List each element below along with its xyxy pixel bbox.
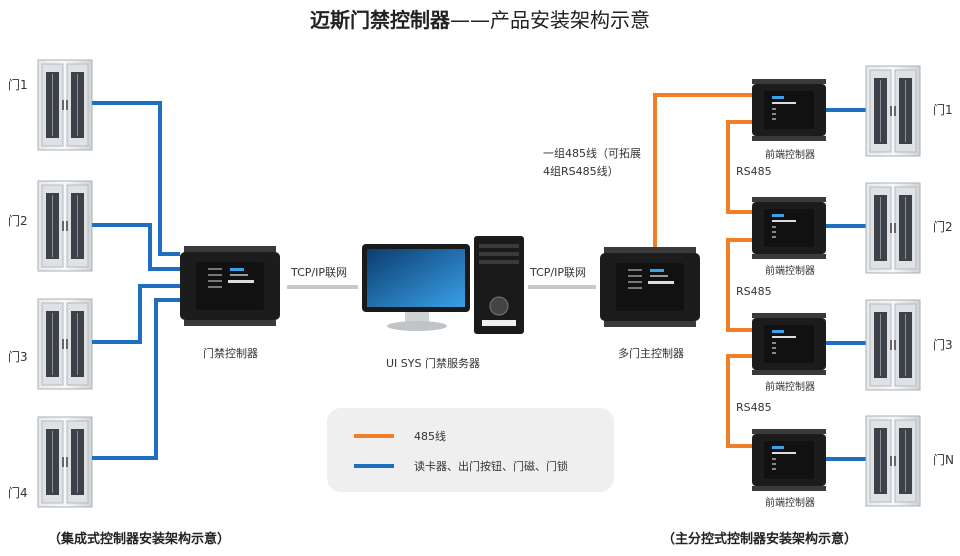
rs485-label: RS485 xyxy=(736,165,772,178)
rs485-bus xyxy=(653,93,752,448)
sub-controller-label: 前端控制器 xyxy=(765,150,815,161)
sub-controller-label: 前端控制器 xyxy=(765,266,815,277)
left-door-label: 门3 xyxy=(8,350,28,364)
sub-controller-label: 前端控制器 xyxy=(765,382,815,393)
title-bold: 迈斯门禁控制器 xyxy=(310,8,450,32)
door-image xyxy=(37,298,93,390)
legend-label-wire: 读卡器、出门按钮、门磁、门锁 xyxy=(414,460,568,473)
right-door-label: 门N xyxy=(933,453,954,467)
sub-controller xyxy=(752,79,826,141)
right-caption: （主分控式控制器安装架构示意） xyxy=(662,532,858,547)
sub-controller xyxy=(752,429,826,491)
server-computer xyxy=(362,236,524,334)
access-controller xyxy=(180,246,280,326)
right-door-label: 门2 xyxy=(933,220,953,234)
left-door-label: 门4 xyxy=(8,486,28,500)
master-controller-label: 多门主控制器 xyxy=(618,347,684,360)
legend-swatch-rs485 xyxy=(354,434,394,438)
door-image xyxy=(865,65,921,157)
access-controller-label: 门禁控制器 xyxy=(203,347,258,360)
right-door-label: 门1 xyxy=(933,103,953,117)
door-image xyxy=(37,59,93,151)
legend-label-rs485: 485线 xyxy=(414,430,446,443)
tcp-link-left-label: TCP/IP联网 xyxy=(291,266,347,279)
rs485-label: RS485 xyxy=(736,285,772,298)
legend-swatch-wire xyxy=(354,464,394,468)
right-wires xyxy=(826,108,866,461)
right-door-label: 门3 xyxy=(933,338,953,352)
title-rest: ——产品安装架构示意 xyxy=(450,8,650,32)
door-image xyxy=(37,180,93,272)
door-image xyxy=(865,182,921,274)
sub-controller-label: 前端控制器 xyxy=(765,498,815,509)
sub-controller xyxy=(752,197,826,259)
rs485-label: RS485 xyxy=(736,401,772,414)
master-controller xyxy=(600,247,700,327)
legend: 485线 读卡器、出门按钮、门磁、门锁 xyxy=(327,408,614,492)
rs485-note-line2: 4组RS485线） xyxy=(543,165,619,178)
left-door-label: 门2 xyxy=(8,214,28,228)
left-door-label: 门1 xyxy=(8,78,28,92)
door-image xyxy=(865,299,921,391)
left-caption: （集成式控制器安装架构示意） xyxy=(48,532,231,547)
rs485-note-line1: 一组485线（可拓展 xyxy=(543,147,641,160)
server-label: UI SYS 门禁服务器 xyxy=(386,357,480,370)
door-image xyxy=(37,416,93,508)
door-image xyxy=(865,415,921,507)
tcp-link-right-label: TCP/IP联网 xyxy=(530,266,586,279)
sub-controller xyxy=(752,313,826,375)
page-title: 迈斯门禁控制器——产品安装架构示意 xyxy=(0,4,960,33)
left-wires xyxy=(92,101,180,460)
